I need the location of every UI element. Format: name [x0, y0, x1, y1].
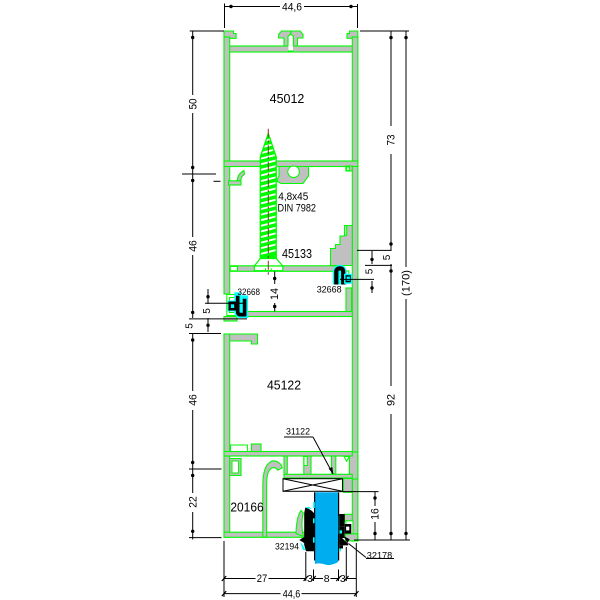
- svg-text:45012: 45012: [270, 91, 305, 106]
- svg-text:5: 5: [365, 268, 376, 274]
- svg-text:14: 14: [269, 288, 281, 300]
- svg-text:(170): (170): [401, 270, 413, 296]
- svg-text:22: 22: [187, 496, 199, 508]
- svg-text:44,6: 44,6: [283, 589, 301, 600]
- svg-text:3: 3: [340, 573, 346, 585]
- svg-text:5: 5: [185, 323, 196, 329]
- svg-text:46: 46: [187, 394, 199, 406]
- svg-text:45133: 45133: [282, 246, 312, 261]
- svg-text:46: 46: [187, 240, 199, 252]
- svg-text:45122: 45122: [267, 377, 301, 392]
- svg-text:20166: 20166: [230, 500, 263, 515]
- svg-text:5: 5: [202, 308, 213, 314]
- svg-text:50: 50: [187, 99, 199, 110]
- svg-text:73: 73: [386, 135, 398, 146]
- svg-text:8: 8: [324, 573, 330, 585]
- svg-text:31122: 31122: [286, 427, 310, 438]
- svg-text:16: 16: [370, 508, 382, 520]
- svg-text:32194: 32194: [275, 541, 299, 552]
- svg-text:92: 92: [386, 394, 398, 406]
- svg-text:32668: 32668: [317, 285, 342, 296]
- svg-text:44,6: 44,6: [282, 1, 302, 13]
- svg-text:27: 27: [257, 573, 268, 585]
- svg-text:4,8x45: 4,8x45: [278, 191, 308, 203]
- svg-text:3: 3: [307, 573, 313, 585]
- svg-text:5: 5: [382, 254, 393, 260]
- svg-text:32668: 32668: [238, 287, 261, 298]
- svg-text:DIN 7982: DIN 7982: [278, 203, 317, 215]
- svg-text:32178: 32178: [367, 550, 393, 561]
